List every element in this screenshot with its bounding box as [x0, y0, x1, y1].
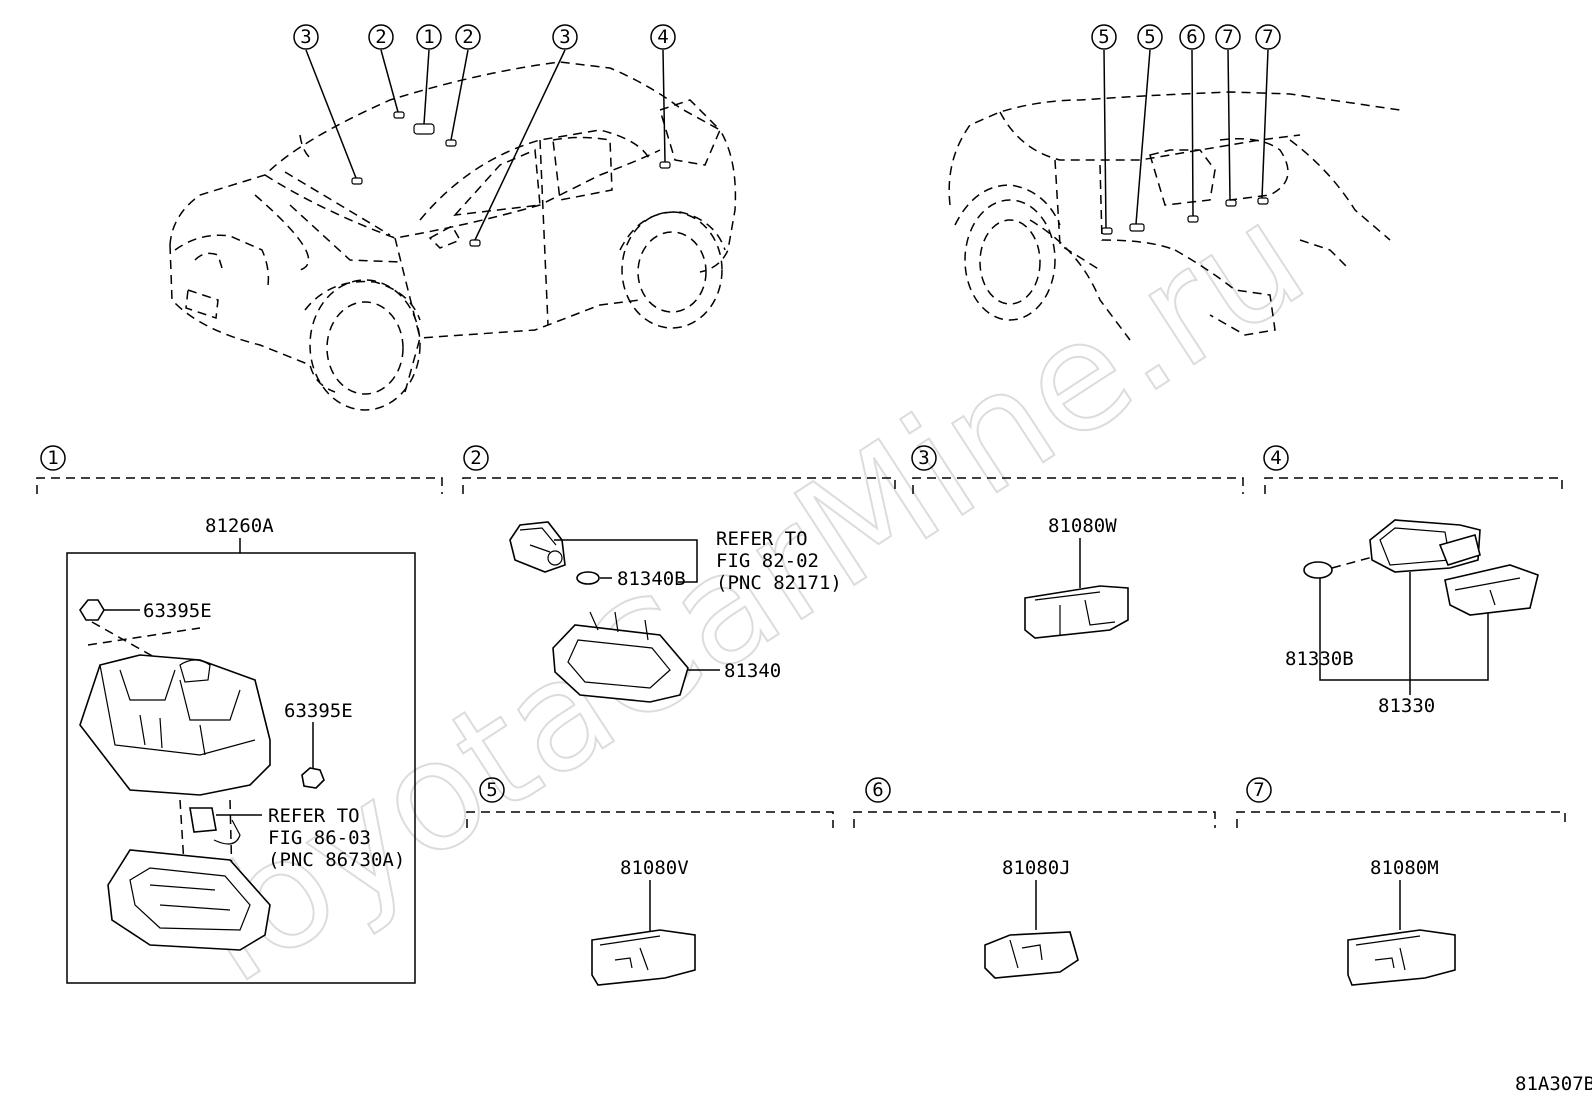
part-label-81080J: 81080J [1002, 857, 1071, 879]
section-number: 3 [918, 447, 929, 469]
callout-number: 2 [462, 26, 473, 48]
section-6: 6 81080J [853, 777, 1216, 979]
vehicle-exterior-drawing [169, 49, 737, 411]
part-label-81080V: 81080V [620, 857, 689, 879]
section-5: 5 81080V [466, 777, 834, 986]
callout-number: 7 [1222, 26, 1233, 48]
callout-number: 7 [1262, 26, 1273, 48]
section-7: 7 81080M [1236, 777, 1566, 986]
refer-line-1: REFER TO [716, 528, 808, 550]
vehicle-interior-drawing [948, 49, 1401, 341]
section-number: 7 [1253, 779, 1264, 801]
section-2: 2 81340B REFER TO FIG 82-02 (PNC 82171) … [462, 445, 896, 703]
refer-line-2: FIG 86-03 [268, 827, 371, 849]
refer-line-1: REFER TO [268, 805, 360, 827]
section-number: 5 [486, 779, 497, 801]
section-1: 1 81260A 63395E 63395E REFER TO FIG 86-0… [36, 445, 443, 984]
part-label-81340: 81340 [724, 660, 781, 682]
part-label-81080W: 81080W [1048, 515, 1117, 537]
exterior-callouts: 3 2 1 2 3 4 [293, 24, 676, 50]
section-number: 2 [470, 447, 481, 469]
callout-number: 5 [1144, 26, 1155, 48]
section-4: 4 81330B 81330 [1263, 445, 1563, 717]
watermark: ToyotaCarMine.ru [139, 171, 1334, 1031]
section-number: 6 [872, 779, 883, 801]
callout-number: 1 [423, 26, 434, 48]
callout-number: 2 [375, 26, 386, 48]
part-label-63395E-right: 63395E [284, 700, 353, 722]
section-number: 1 [47, 447, 58, 469]
callout-number: 3 [559, 26, 570, 48]
refer-line-3: (PNC 82171) [716, 572, 842, 594]
part-label-81260A: 81260A [205, 515, 274, 537]
part-label-81080M: 81080M [1370, 857, 1439, 879]
refer-line-3: (PNC 86730A) [268, 849, 405, 871]
part-label-63395E-top: 63395E [143, 600, 212, 622]
part-label-81330B: 81330B [1285, 648, 1354, 670]
part-label-81330: 81330 [1378, 695, 1435, 717]
interior-callouts: 5 5 6 7 7 [1091, 24, 1281, 50]
callout-number: 5 [1098, 26, 1109, 48]
section-3: 3 81080W [911, 445, 1244, 639]
callout-number: 3 [300, 26, 311, 48]
refer-line-2: FIG 82-02 [716, 550, 819, 572]
callout-number: 4 [657, 26, 668, 48]
figure-code: 81A307B [1515, 1073, 1592, 1095]
callout-number: 6 [1186, 26, 1197, 48]
section-number: 4 [1270, 447, 1281, 469]
part-label-81340B: 81340B [617, 568, 686, 590]
